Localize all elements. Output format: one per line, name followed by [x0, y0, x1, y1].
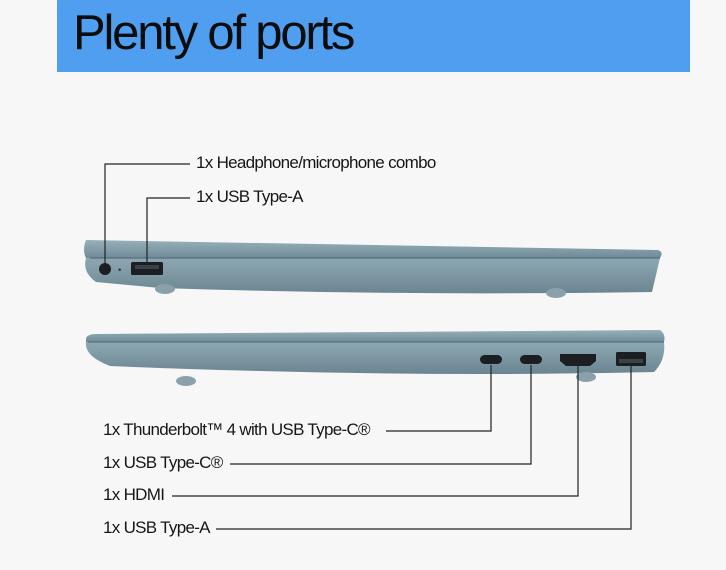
callout-label-usb-a-right: 1x USB Type-A	[103, 518, 211, 537]
callout-label-headphone: 1x Headphone/microphone combo	[196, 153, 436, 172]
callout-label-thunderbolt: 1x Thunderbolt™ 4 with USB Type-C®	[103, 420, 371, 439]
base-edge	[85, 258, 661, 294]
title-banner: Plenty of ports	[57, 0, 690, 72]
headphone-icon: •	[117, 266, 122, 276]
callout-line-usb-c	[230, 365, 532, 465]
left-callout-lines	[104, 163, 190, 263]
callout-line-usb-a-left	[146, 197, 190, 262]
callout-label-hdmi: 1x HDMI	[103, 485, 165, 504]
headphone-jack	[99, 263, 111, 275]
rubber-foot	[546, 288, 566, 298]
callout-label-usb-a-left: 1x USB Type-A	[196, 187, 304, 206]
rubber-foot	[576, 372, 596, 382]
callout-line-thunderbolt	[386, 365, 492, 432]
callout-line-usb-a-right	[216, 366, 632, 530]
thunderbolt-port	[480, 355, 502, 364]
ports-panel	[57, 72, 690, 570]
lid-edge	[84, 240, 662, 258]
usb-c-port	[520, 355, 542, 364]
page-title: Plenty of ports	[73, 6, 355, 60]
hdmi-port	[560, 354, 596, 366]
laptop-right-side	[85, 330, 665, 386]
base-edge	[85, 342, 665, 374]
callout-line-headphone	[104, 163, 190, 263]
laptop-left-side: •	[84, 240, 662, 298]
rubber-foot	[155, 284, 175, 294]
callout-line-hdmi	[172, 366, 579, 497]
right-callout-lines	[172, 365, 632, 530]
callout-label-usb-c: 1x USB Type-C®	[103, 453, 223, 472]
rubber-foot	[176, 376, 196, 386]
lid-edge	[86, 330, 665, 342]
